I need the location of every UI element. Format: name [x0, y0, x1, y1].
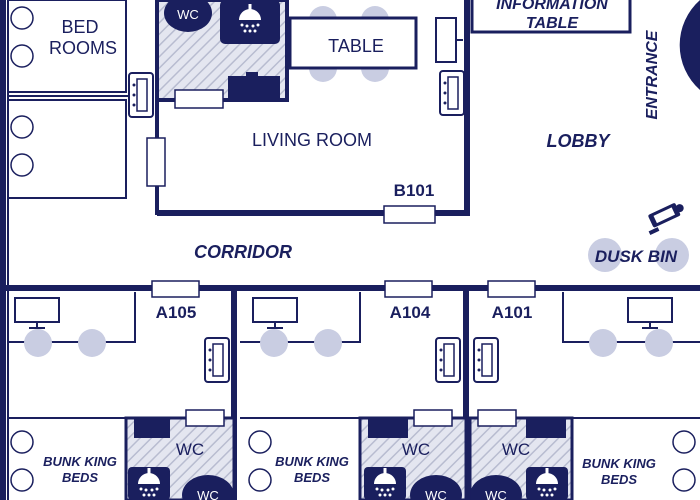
tv-icon: [14, 297, 60, 329]
room-a101: A101 WC WC BUNK KING BEDS: [468, 297, 696, 500]
table-label: TABLE: [328, 36, 384, 56]
living-wc: WC: [155, 0, 289, 109]
lobby-label: LOBBY: [547, 131, 612, 151]
air-conditioner-icon: [204, 337, 230, 383]
bed-rooms-label: BED: [61, 17, 98, 37]
living-room-label: LIVING ROOM: [252, 130, 372, 150]
wc-label: WC: [177, 7, 199, 22]
wc-label: WC: [502, 440, 530, 459]
bunk-king-label: BUNK KING: [43, 454, 117, 469]
bunk-beds-label: BEDS: [601, 472, 637, 487]
dining-table: TABLE: [288, 6, 418, 82]
room-a105: A105 WC WC BUNK KING BEDS: [10, 297, 236, 500]
a104-label: A104: [390, 303, 431, 322]
bunk-beds-label: BEDS: [294, 470, 330, 485]
wc-label: WC: [425, 488, 447, 500]
corridor-label: CORRIDOR: [194, 242, 292, 262]
tv-icon: [627, 297, 673, 329]
entrance-label: ENTRANCE: [644, 29, 661, 119]
bed-rooms-area: BED ROOMS: [7, 0, 154, 199]
wc-label: WC: [402, 440, 430, 459]
tv-icon: [252, 297, 298, 329]
air-conditioner-icon: [439, 70, 465, 116]
information-label-2: TABLE: [526, 15, 579, 32]
air-conditioner-icon: [435, 337, 461, 383]
wc-label: WC: [485, 488, 507, 500]
wc-label: WC: [176, 440, 204, 459]
a105-label: A105: [156, 303, 197, 322]
room-a104: A104 WC WC BUNK KING BEDS: [248, 297, 468, 500]
a101-label: A101: [492, 303, 533, 322]
air-conditioner-icon: [128, 72, 154, 118]
bed-rooms-label-2: ROOMS: [49, 38, 117, 58]
b101-label: B101: [394, 181, 435, 200]
bunk-beds-label: BEDS: [62, 470, 98, 485]
dusk-bin-label: DUSK BIN: [595, 247, 678, 266]
dusk-bin: DUSK BIN: [588, 238, 689, 272]
wc-label: WC: [197, 488, 219, 500]
bunk-king-label: BUNK KING: [582, 456, 656, 471]
information-table: INFORMATION TABLE: [470, 0, 632, 34]
camera-icon: [648, 203, 684, 236]
air-conditioner-icon: [473, 337, 499, 383]
bunk-king-label: BUNK KING: [275, 454, 349, 469]
entrance-door: [679, 0, 700, 90]
information-label: INFORMATION: [496, 0, 608, 13]
